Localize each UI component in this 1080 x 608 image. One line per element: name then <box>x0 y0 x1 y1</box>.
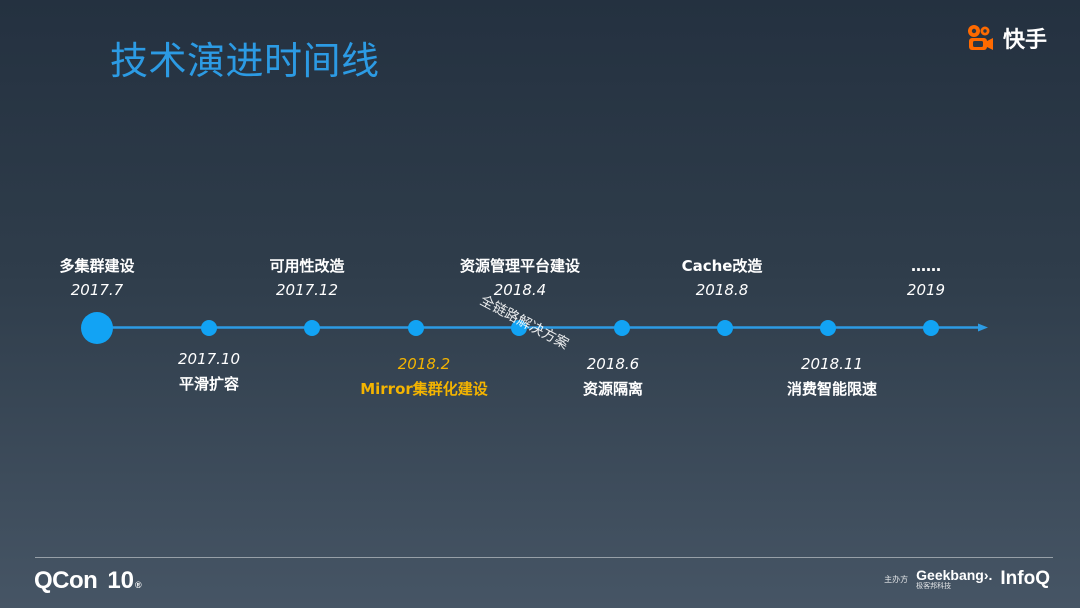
timeline-node <box>717 320 733 336</box>
timeline-event-highlight: 2018.2 Mirror集群化建设 <box>360 356 488 397</box>
timeline-node-start <box>81 312 113 344</box>
timeline-event: 可用性改造 2017.12 <box>269 258 344 298</box>
qcon-registered-mark: ® <box>135 580 142 590</box>
geekbang-name: Geekbang›. <box>916 567 993 583</box>
event-title: 多集群建设 <box>59 257 135 275</box>
brand-name: 快手 <box>1002 28 1047 53</box>
event-title: 消费智能限速 <box>786 379 878 398</box>
event-title: 可用性改造 <box>269 257 345 275</box>
qcon-number: 10 <box>107 567 135 594</box>
event-date: 2018.2 <box>397 355 451 373</box>
timeline-arrowhead <box>978 323 988 332</box>
host-label: 主办方 <box>884 574 909 584</box>
timeline-node <box>304 320 320 336</box>
event-date: 2018.8 <box>695 280 749 299</box>
event-title: Mirror集群化建设 <box>360 379 488 398</box>
geekbang-subtitle: 极客邦科技 <box>916 582 952 590</box>
event-date: 2018.6 <box>586 355 640 373</box>
event-title: 资源隔离 <box>582 379 644 398</box>
timeline-node <box>820 320 836 336</box>
brand-logo: 快手 <box>965 22 1047 54</box>
event-title: Cache改造 <box>681 257 763 275</box>
timeline-node <box>408 320 424 336</box>
timeline-event: 资源管理平台建设 2018.4 <box>460 258 580 298</box>
timeline-node <box>201 320 217 336</box>
infoq-logo: InfoQ <box>1000 568 1050 589</box>
event-date: 2018.4 <box>493 280 547 299</box>
event-title: 平滑扩容 <box>178 374 239 393</box>
slide-title: 技术演进时间线 <box>110 39 380 83</box>
qcon-text: QCon <box>34 567 98 594</box>
event-date: 2017.10 <box>177 350 241 368</box>
timeline-event: …… 2019 <box>907 258 945 298</box>
timeline-event: 2017.10 平滑扩容 <box>178 351 240 392</box>
kuaishou-logo-icon <box>967 25 993 50</box>
geekbang-logo: Geekbang›. 极客邦科技 <box>916 568 992 590</box>
timeline-event: Cache改造 2018.8 <box>682 258 763 298</box>
timeline-event: 2018.6 资源隔离 <box>583 356 643 397</box>
event-title: 资源管理平台建设 <box>459 257 581 275</box>
timeline-node <box>511 320 527 336</box>
timeline-event: 2018.11 消费智能限速 <box>787 356 877 397</box>
timeline-node <box>923 320 939 336</box>
event-date: 2019 <box>906 280 946 299</box>
event-date: 2017.12 <box>275 280 339 299</box>
timeline-node <box>614 320 630 336</box>
event-date: 2017.7 <box>70 280 124 299</box>
footer-divider <box>35 557 1053 558</box>
timeline-event: 多集群建设 2017.7 <box>59 258 134 298</box>
qcon-logo: QCon 10 ® <box>34 567 142 595</box>
event-title: …… <box>911 257 941 275</box>
event-date: 2018.11 <box>800 355 864 373</box>
footer-sponsors: 主办方 Geekbang›. 极客邦科技 InfoQ <box>884 568 1050 590</box>
